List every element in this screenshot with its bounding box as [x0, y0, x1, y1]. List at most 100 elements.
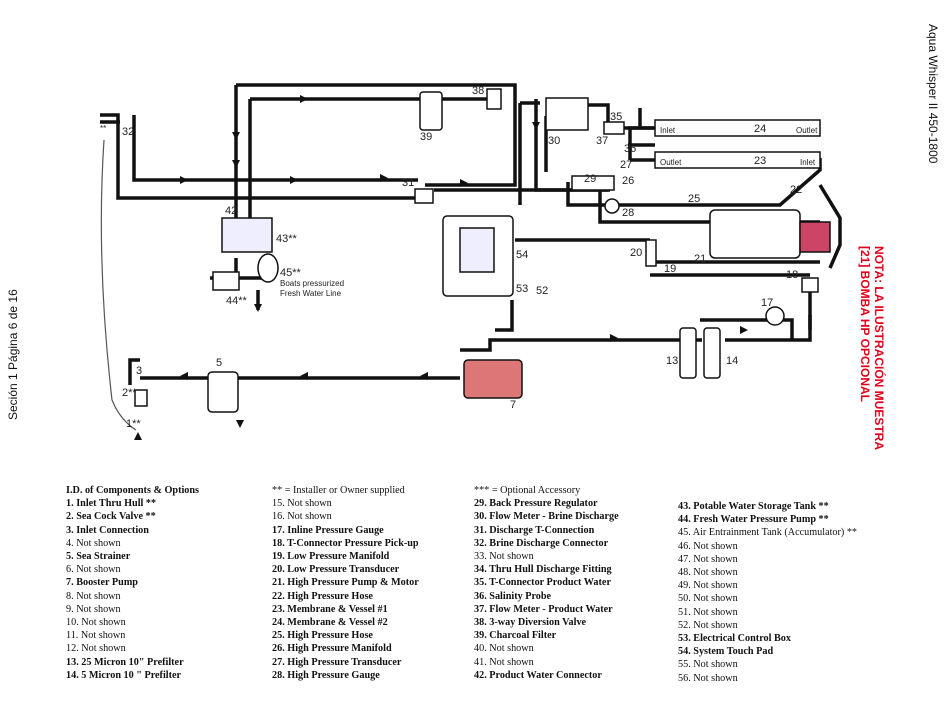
hp-motor	[709, 209, 801, 259]
legend-item: 32. Brine Discharge Connector	[474, 537, 609, 549]
pipe-diversion	[425, 83, 517, 187]
discharge-tee	[414, 188, 434, 204]
callout-23: 23	[754, 155, 766, 167]
booster-pump	[463, 359, 523, 399]
legend-item: 12. Not shown	[66, 643, 126, 655]
callout-7: 7	[510, 399, 516, 411]
callout-39: 39	[420, 131, 432, 143]
legend-item: 30. Flow Meter - Brine Discharge	[474, 511, 619, 523]
callout-27: 27	[620, 159, 632, 171]
legend-item: 28. High Pressure Gauge	[272, 669, 380, 681]
legend-item: 10. Not shown	[66, 617, 126, 629]
membrane-23-inlet: Inlet	[800, 158, 816, 167]
legend-item: 16. Not shown	[272, 511, 332, 523]
callout-1: 1**	[126, 418, 141, 430]
hp-manifold	[571, 175, 615, 191]
legend-item: 26. High Pressure Manifold	[272, 643, 392, 655]
membrane-24-outlet: Outlet	[796, 126, 818, 135]
callout-45: 45**	[280, 267, 302, 279]
legend-item: 5. Sea Strainer	[66, 551, 131, 563]
legend-item: 37. Flow Meter - Product Water	[474, 603, 613, 615]
hp-gauge	[604, 198, 620, 214]
legend-header-3: *** = Optional Accessory	[474, 485, 581, 496]
legend-column-3: *** = Optional Accessory 29. Back Pressu…	[474, 484, 619, 682]
legend-item: 9. Not shown	[66, 603, 121, 615]
legend-item: 2. Sea Cock Valve **	[66, 511, 156, 523]
lp-manifold	[645, 239, 657, 267]
pressure-pickup-tee	[801, 277, 819, 293]
legend-item: 50. Not shown	[678, 593, 738, 605]
legend-item: 22. High Pressure Hose	[272, 590, 373, 602]
legend-item: 7. Booster Pump	[66, 577, 138, 589]
callout-20: 20	[630, 247, 642, 259]
legend-item: 21. High Pressure Pump & Motor	[272, 577, 419, 589]
legend-item: 52. Not shown	[678, 619, 738, 631]
legend-item: 29. Back Pressure Regulator	[474, 498, 598, 510]
legend-item: 25. High Pressure Hose	[272, 630, 373, 642]
legend-item: 34. Thru Hull Discharge Fitting	[474, 564, 612, 576]
legend-item: 31. Discharge T-Connection	[474, 524, 595, 536]
prefilter-14	[703, 327, 721, 379]
legend-item: 38. 3-way Diversion Valve	[474, 617, 587, 629]
legend-item: 27. High Pressure Transducer	[272, 656, 402, 668]
legend-item: 44. Fresh Water Pressure Pump **	[678, 514, 829, 526]
callout-36: 36	[624, 143, 636, 155]
legend-item: 56. Not shown	[678, 672, 738, 684]
boat-note-1: Boats pressurized	[280, 279, 344, 288]
legend-item: 53. Electrical Control Box	[678, 633, 791, 645]
legend-item: 54. System Touch Pad	[678, 646, 774, 658]
callout-3: 3	[136, 365, 142, 377]
legend-item: 55. Not shown	[678, 659, 738, 671]
callout-43: 43**	[276, 233, 298, 245]
callout-30: 30	[548, 135, 560, 147]
legend-item: 4. Not shown	[66, 537, 121, 549]
legend-item: 17. Inline Pressure Gauge	[272, 524, 384, 536]
callout-labels: 1** 2** 3 5 7 13 14 17 18 19 20 21 22 23…	[100, 85, 818, 430]
legend-item: 43. Potable Water Storage Tank **	[678, 501, 829, 512]
legend-header-2: ** = Installer or Owner supplied	[272, 485, 405, 496]
charcoal-filter	[419, 91, 443, 131]
legend-item: 47. Not shown	[678, 553, 738, 565]
fresh-water-pump	[212, 271, 240, 291]
membrane-24	[654, 119, 821, 137]
product-tee	[603, 121, 625, 135]
sea-cock	[134, 389, 148, 407]
callout-19: 19	[664, 263, 676, 275]
callout-24: 24	[754, 123, 766, 135]
flow-arrows	[134, 95, 748, 440]
inline-gauge	[765, 306, 785, 326]
components	[134, 88, 831, 413]
legend-column-1: I.D. of Components & Options 1. Inlet Th…	[66, 484, 199, 682]
hp-pump	[799, 221, 831, 253]
membrane-24-inlet: Inlet	[660, 126, 676, 135]
callout-13: 13	[666, 355, 678, 367]
legend-item: 39. Charcoal Filter	[474, 630, 557, 642]
legend-item: 45. Air Entrainment Tank (Accumulator) *…	[678, 527, 858, 539]
callout-42: 42	[225, 205, 237, 217]
callout-44: 44**	[226, 295, 248, 307]
storage-tank	[221, 217, 273, 253]
legend-column-2: ** = Installer or Owner supplied 15. Not…	[272, 484, 419, 682]
legend-item: 36. Salinity Probe	[474, 590, 552, 602]
legend-item: 35. T-Connector Product Water	[474, 577, 611, 589]
legend-item: 24. Membrane & Vessel #2	[272, 617, 388, 629]
callout-54: 54	[516, 249, 528, 261]
legend-item: 23. Membrane & Vessel #1	[272, 603, 388, 615]
pipe-brine-main	[100, 113, 418, 200]
legend-header-1: I.D. of Components & Options	[66, 485, 200, 496]
legend-items-4: 43. Potable Water Storage Tank ** 44. Fre…	[678, 500, 857, 685]
legend-item: 14. 5 Micron 10 " Prefilter	[66, 669, 182, 681]
callout-29: 29	[584, 173, 596, 185]
boat-note-2: Fresh Water Line	[280, 289, 342, 298]
pipe-brine-inner	[132, 115, 418, 182]
legend-item: 15. Not shown	[272, 498, 332, 510]
legend-item: 8. Not shown	[66, 590, 121, 602]
accumulator	[257, 253, 279, 283]
callout-5: 5	[216, 357, 222, 369]
callout-18: 18	[786, 269, 798, 281]
callout-28: 28	[622, 207, 634, 219]
sea-strainer	[207, 371, 239, 413]
